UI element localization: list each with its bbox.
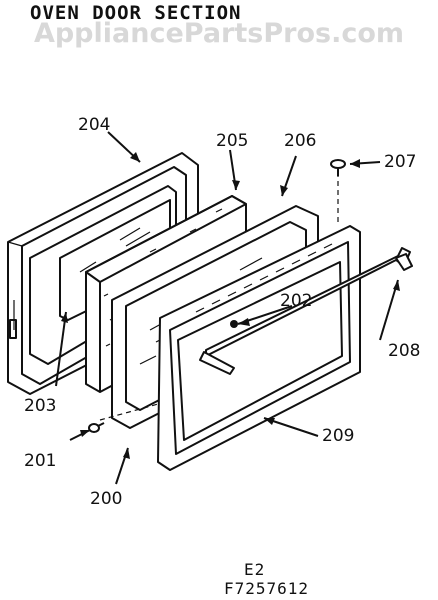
- vent-slots: [195, 243, 333, 313]
- part-label-200: 200: [90, 489, 122, 509]
- part-label-204: 204: [78, 115, 110, 135]
- watermark: AppliancePartsPros.com: [33, 18, 405, 49]
- part-label-206: 206: [284, 131, 316, 151]
- glass-center-dot: [230, 320, 238, 328]
- part-label-205: 205: [216, 131, 248, 151]
- page-title: OVEN DOOR SECTION: [30, 2, 242, 24]
- part-label-201: 201: [24, 451, 56, 471]
- part-label-207: 207: [384, 152, 416, 172]
- part-label-203: 203: [24, 396, 56, 416]
- part-label-209: 209: [322, 426, 354, 446]
- front-door-frame: [157, 225, 361, 471]
- diagram-section-code: E2: [244, 560, 266, 579]
- part-label-208: 208: [388, 341, 420, 361]
- diagram-model-number: F7257612: [224, 579, 310, 598]
- leader-arrowheads: [61, 152, 400, 459]
- screw-201-icon: [88, 422, 105, 433]
- part-label-202: 202: [280, 291, 312, 311]
- door-handle: [199, 247, 413, 375]
- screw-icon: [330, 159, 346, 176]
